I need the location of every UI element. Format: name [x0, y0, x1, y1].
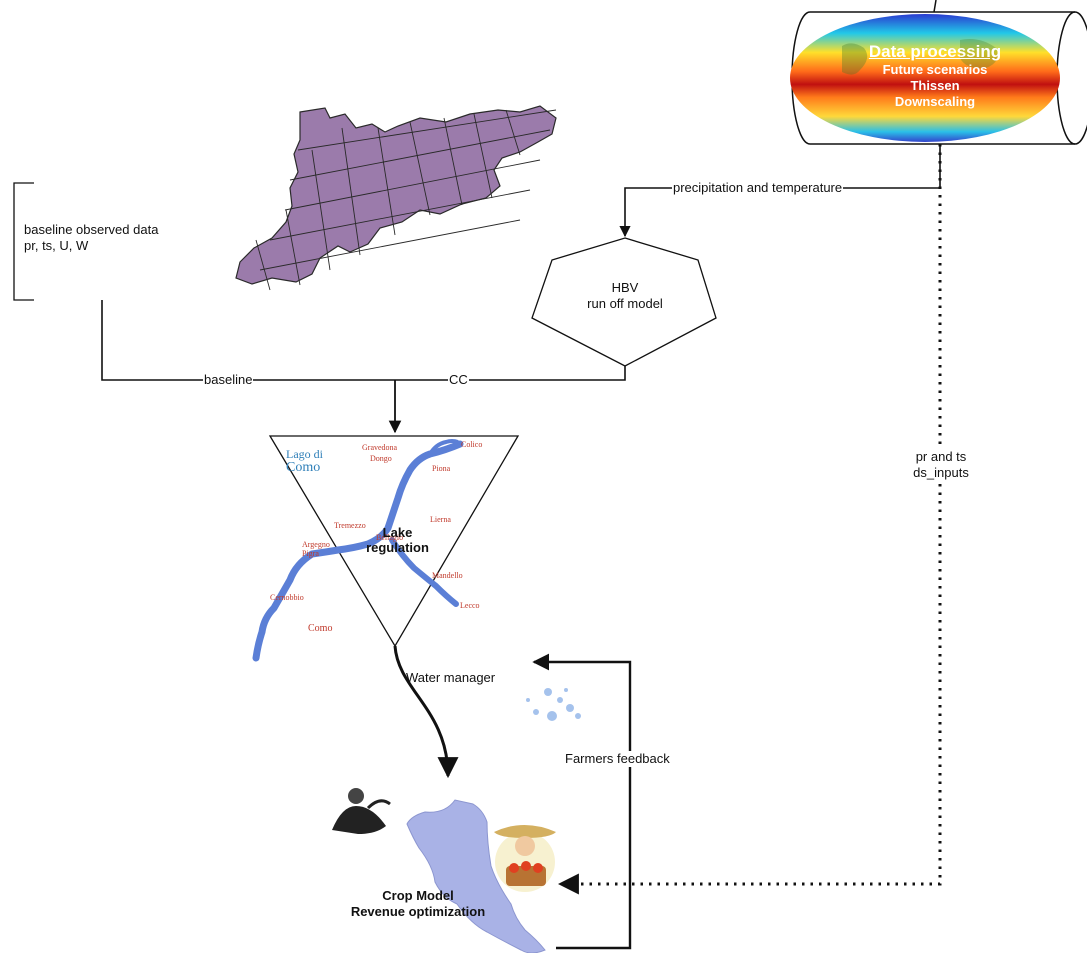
cc-edge — [395, 366, 626, 381]
crop-line2: Revenue optimization — [350, 904, 486, 919]
town-label: Tremezzo — [334, 521, 366, 530]
water-splash-icon — [526, 688, 581, 721]
hbv-node-label: HBV run off model — [545, 280, 705, 312]
lake-map-title: Lago di Como — [286, 447, 324, 475]
climate-map-image — [790, 14, 1060, 142]
data-processing-cylinder — [790, 0, 1087, 145]
map-title-line1: Lago di — [286, 447, 324, 461]
crop-model-label: Crop Model Revenue optimization — [328, 888, 508, 920]
crop-region-shape — [406, 799, 546, 953]
data-processing-label: Data processing Future scenarios Thissen… — [840, 42, 1030, 110]
lake-como-map — [252, 439, 464, 662]
town-label: Lecco — [460, 601, 480, 610]
town-label: Mandello — [432, 571, 463, 580]
data-processing-line: Future scenarios — [882, 62, 988, 77]
ds-inputs-line1: pr and ts — [915, 449, 967, 464]
data-processing-title: Data processing — [868, 42, 1002, 61]
hbv-line1: HBV — [611, 280, 639, 295]
town-label: Colico — [461, 440, 482, 449]
baseline-data-label: baseline observed data pr, ts, U, W — [24, 222, 158, 254]
ds-inputs-label: pr and ts ds_inputs — [900, 449, 982, 481]
farmer-tomato-icon — [494, 825, 556, 892]
data-processing-line: Thissen — [910, 78, 960, 93]
farmers-feedback-label: Farmers feedback — [564, 751, 671, 767]
town-label: Como — [308, 623, 332, 634]
farmers-feedback-edge — [532, 653, 632, 950]
lake-label-line1: Lake — [382, 525, 413, 540]
town-label: Cernobbio — [270, 593, 304, 602]
lake-regulation-label: Lake regulation — [355, 525, 440, 555]
town-label: Dongo — [370, 454, 392, 463]
baseline-bracket — [13, 182, 34, 301]
town-label: Bellagio — [376, 533, 403, 542]
town-label: Lierna — [430, 515, 451, 524]
ds-inputs-edge — [557, 144, 942, 895]
tyrol-grid-region — [235, 105, 557, 291]
baseline-edge-label: baseline — [203, 372, 254, 388]
lake-label-line2: regulation — [366, 540, 429, 555]
cc-edge-label: CC — [448, 372, 469, 388]
baseline-data-line2: pr, ts, U, W — [24, 238, 89, 253]
town-label: Argegno — [302, 540, 330, 549]
water-manager-label: Water manager — [406, 670, 496, 685]
data-processing-line: Downscaling — [894, 94, 976, 109]
water-manager-edge — [393, 645, 459, 779]
baseline-edge — [101, 300, 395, 381]
hbv-line2: run off model — [587, 296, 663, 311]
town-label: Gravedona — [362, 443, 398, 452]
farmer-sketch-icon — [332, 788, 391, 834]
ds-inputs-line2: ds_inputs — [913, 465, 969, 480]
town-label: Piona — [432, 464, 451, 473]
precip-temp-label: precipitation and temperature — [672, 180, 844, 196]
baseline-data-line1: baseline observed data — [24, 222, 159, 237]
map-title-line2: Como — [286, 460, 320, 475]
town-label: Pigra — [302, 549, 319, 558]
lake-town-labels: Gravedona Dongo Colico Piona Tremezzo Be… — [270, 440, 482, 634]
crop-line1: Crop Model — [382, 888, 454, 903]
